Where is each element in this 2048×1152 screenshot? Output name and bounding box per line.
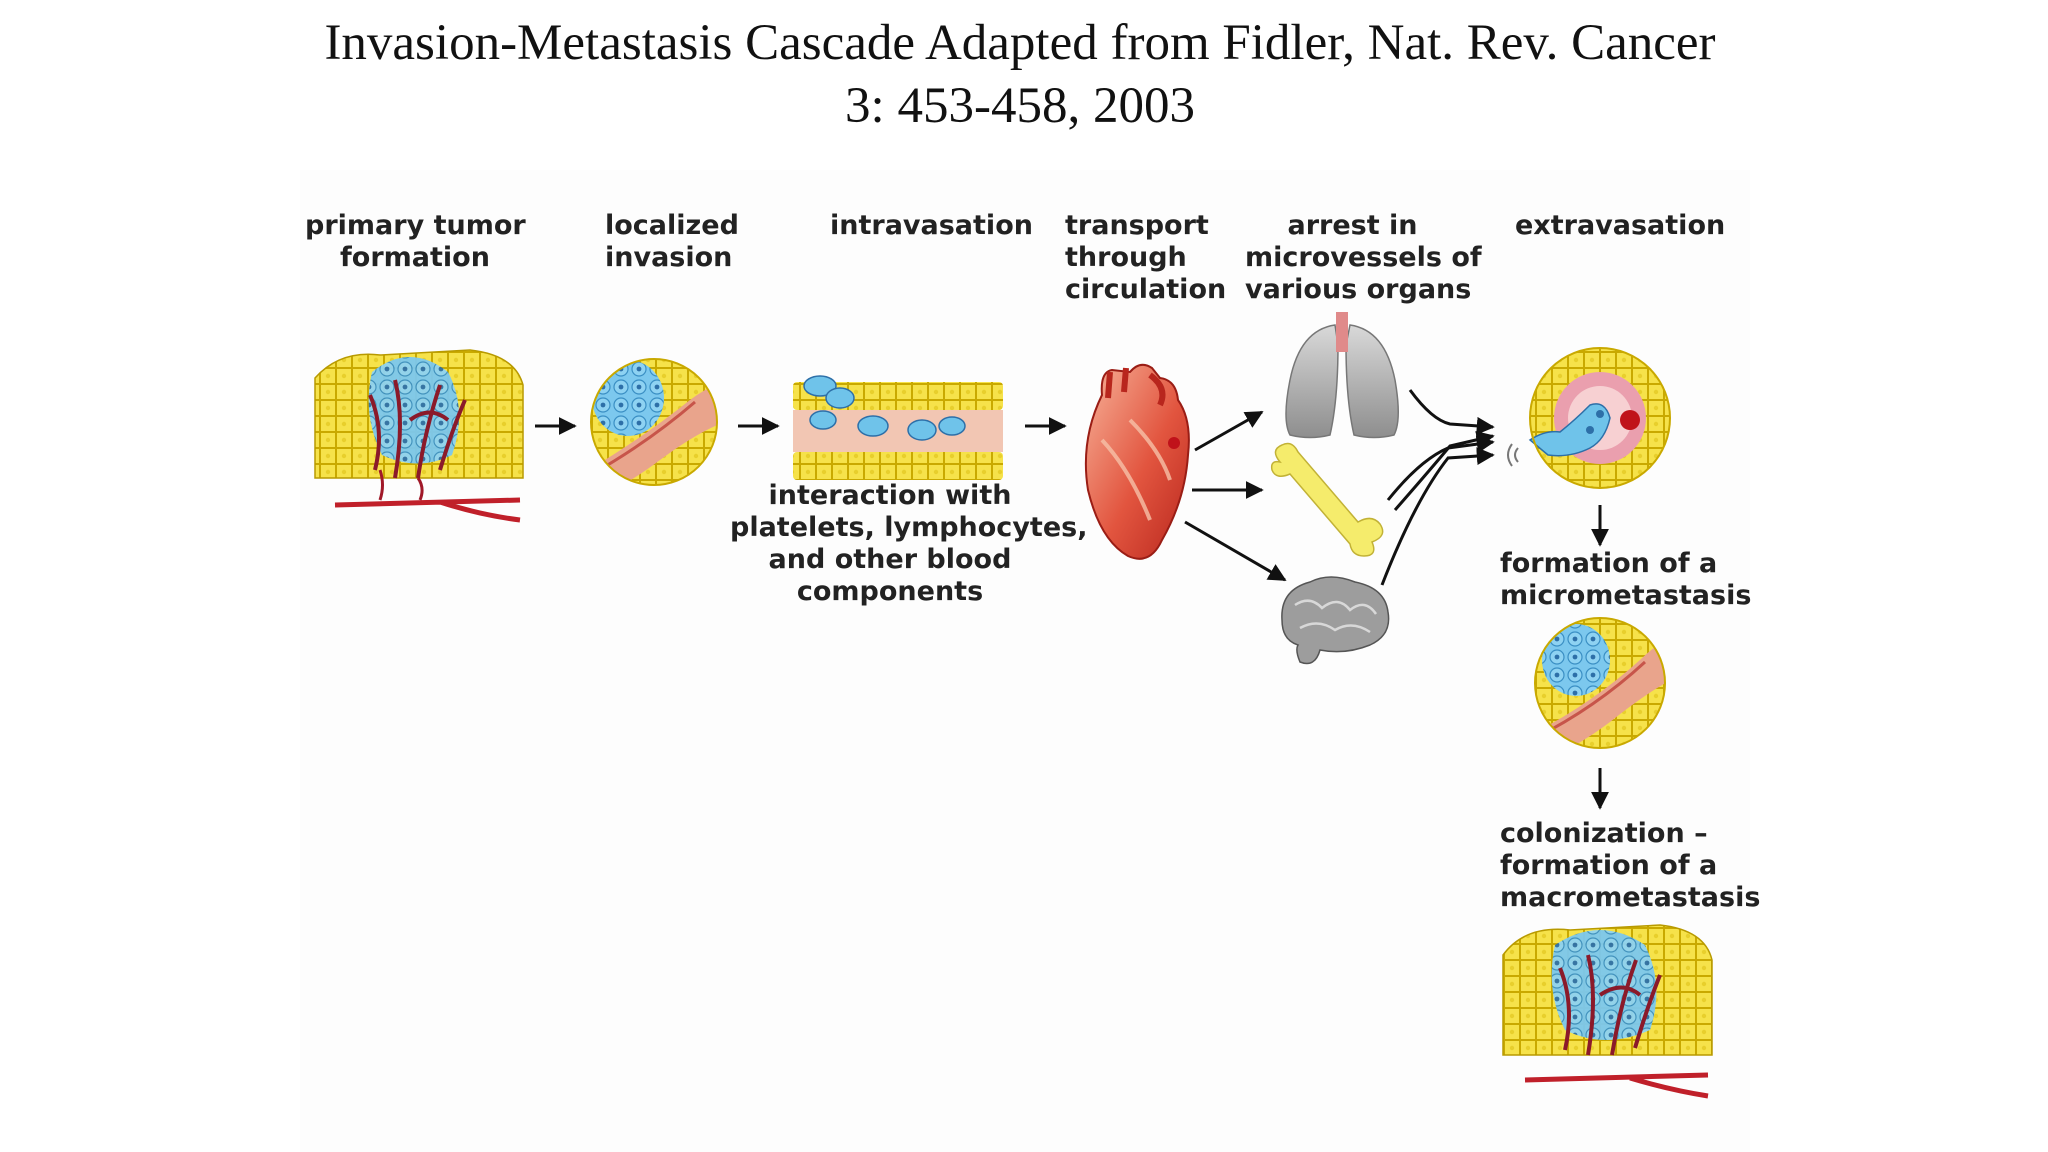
lung-icon: [1285, 312, 1399, 439]
arrow-to-brain: [1184, 520, 1287, 582]
micrometastasis-circle-icon: [1534, 617, 1666, 749]
label-extravasation: extravasation: [1515, 210, 1726, 241]
tumor-tissue-icon: [314, 349, 524, 523]
title-line-1: Invasion-Metastasis Cascade Adapted from…: [324, 15, 1716, 71]
arrow-to-lung: [1194, 410, 1264, 452]
extravasation-circle-icon: [1507, 347, 1671, 489]
slide-title: Invasion-Metastasis Cascade Adapted from…: [250, 12, 1790, 138]
flow-arrows: [535, 389, 1609, 810]
macrometastasis-tissue-icon: [1502, 924, 1713, 1099]
brain-icon: [1281, 576, 1390, 665]
blood-vessel-icon: [793, 375, 1003, 480]
title-line-2: 3: 453-458, 2003: [845, 78, 1195, 134]
invasion-circle-icon: [590, 358, 718, 486]
arrow-bone-to-ext-2: [1393, 430, 1495, 511]
arrow-brain-to-ext: [1380, 447, 1495, 586]
arrow-bone-to-ext: [1386, 435, 1495, 501]
heart-icon: [1084, 363, 1190, 560]
label-intravasation: intravasation: [830, 210, 1033, 241]
arrow-lung-to-ext: [1408, 389, 1495, 435]
bone-icon: [1270, 442, 1384, 557]
